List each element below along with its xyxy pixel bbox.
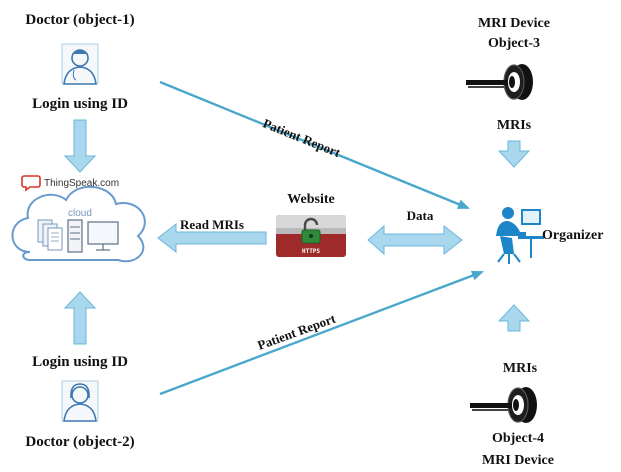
- doctor1-title: Doctor (object-1): [25, 12, 134, 28]
- mri-top-mris-label: MRIs: [497, 118, 532, 133]
- doctor-icon: [61, 43, 99, 85]
- arrow-up-mri-bottom-to-organizer: [497, 304, 531, 332]
- arrow-down-mri-top-to-organizer: [497, 140, 531, 168]
- organizer-label: Organizer: [542, 228, 603, 243]
- mri-scanner-icon: [470, 387, 537, 423]
- documents-icon: [37, 219, 63, 251]
- mri-bottom-device-label: MRI Device: [482, 453, 554, 468]
- doctor1-login-label: Login using ID: [32, 96, 128, 112]
- doctor2-login-label: Login using ID: [32, 354, 128, 370]
- server-icon: [67, 219, 83, 253]
- thingspeak-logo-icon: [21, 175, 41, 192]
- mri-bottom-object-label: Object-4: [492, 431, 544, 446]
- patient-report-top-label: Patient Report: [261, 116, 343, 161]
- mri-scanner-icon: [466, 64, 533, 100]
- arrow-read-mris: [157, 222, 267, 254]
- doctor-female-icon: [61, 380, 99, 422]
- mri-bottom-mris-label: MRIs: [503, 361, 538, 376]
- website-label: Website: [287, 192, 334, 207]
- mri-top-device-label: MRI Device: [478, 16, 550, 31]
- thingspeak-brand: ThingSpeak.com: [44, 178, 119, 189]
- doctor2-title: Doctor (object-2): [25, 434, 134, 450]
- arrow-data-bidirectional: [367, 224, 463, 256]
- arrow-patient-report-bottom: [159, 270, 484, 396]
- arrow-up-doctor2-to-cloud: [63, 291, 97, 345]
- arrow-patient-report-top: [159, 80, 470, 210]
- data-label: Data: [407, 208, 434, 223]
- https-badge-text: HTTPS: [302, 248, 320, 255]
- monitor-icon: [87, 221, 119, 251]
- mri-top-object-label: Object-3: [488, 36, 540, 51]
- arrow-down-doctor1-to-cloud: [63, 119, 97, 173]
- organizer-person-icon: [496, 207, 544, 264]
- cloud-label: cloud: [68, 208, 92, 219]
- read-mris-label: Read MRIs: [180, 217, 244, 232]
- https-lock-icon: [276, 215, 346, 257]
